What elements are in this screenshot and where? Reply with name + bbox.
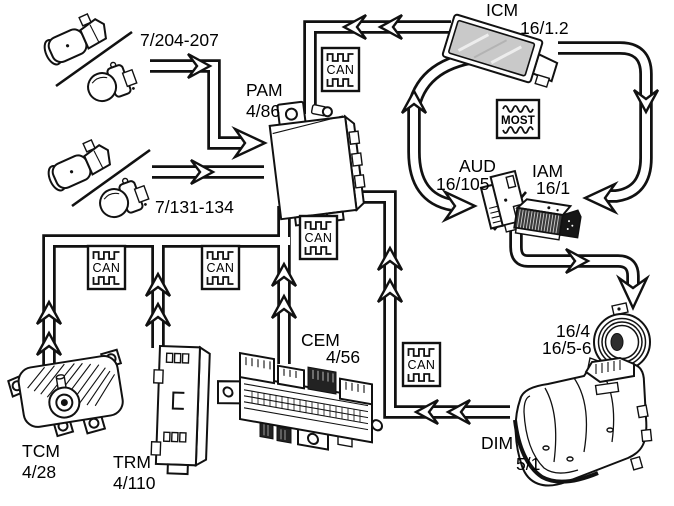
line-pam-to-cem-tcm-trm xyxy=(42,206,291,368)
tcm-id-label: 4/28 xyxy=(22,462,56,482)
front-sensors-label: 7/204-207 xyxy=(140,30,219,50)
trm-name-label: TRM xyxy=(113,452,151,472)
rear-sensors-divider xyxy=(71,148,151,208)
can-label: CAN xyxy=(305,231,333,245)
speaker-id-label-b: 16/5-6 xyxy=(542,338,592,358)
rear-sensor-icon-b xyxy=(99,177,150,219)
can-label: CAN xyxy=(93,261,121,275)
dim-name-label: DIM xyxy=(481,433,513,453)
trm-id-label: 4/110 xyxy=(113,473,156,493)
cem-module xyxy=(217,351,383,451)
dim-module xyxy=(513,356,653,487)
front-sensors-divider xyxy=(55,30,133,88)
icm-name-label: ICM xyxy=(486,0,518,20)
can-label: CAN xyxy=(327,63,355,77)
front-sensor-icon-b xyxy=(87,61,138,103)
can-bus-badge-mid: CAN xyxy=(200,244,241,291)
pam-name-label: PAM xyxy=(246,80,283,100)
dim-id-label: 5/1 xyxy=(516,454,540,474)
can-label: CAN xyxy=(207,261,235,275)
bus-lines-core xyxy=(45,23,650,416)
aud-id-label: 16/105 xyxy=(436,174,490,194)
icm-module xyxy=(441,13,559,88)
speaker-id-label-a: 16/4 xyxy=(556,321,590,341)
can-bus-badge-left: CAN xyxy=(86,244,127,291)
most-bus-badge: MOST xyxy=(495,98,541,140)
can-bus-badge-right: CAN xyxy=(401,341,442,388)
tcm-name-label: TCM xyxy=(22,441,60,461)
pam-module xyxy=(268,100,366,227)
trm-module xyxy=(150,344,211,476)
can-bus-badge-below-pam: CAN xyxy=(298,214,339,261)
aud-name-label: AUD xyxy=(459,156,496,176)
tcm-module xyxy=(7,348,124,438)
can-bus-badge-top: CAN xyxy=(320,46,361,93)
rear-sensor-icon-a xyxy=(47,139,112,192)
can-label: CAN xyxy=(408,358,436,372)
cem-id-label: 4/56 xyxy=(326,347,360,367)
rear-sensors-label: 7/131-134 xyxy=(155,197,234,217)
front-sensor-icon-a xyxy=(43,13,108,66)
iam-module xyxy=(513,198,582,241)
cem-name-label: CEM xyxy=(301,330,340,350)
iam-id-label: 16/1 xyxy=(536,178,570,198)
most-label: MOST xyxy=(501,115,535,127)
iam-name-label: IAM xyxy=(532,161,563,181)
pam-id-label: 4/86 xyxy=(246,101,280,121)
icm-id-label: 16/1.2 xyxy=(520,18,569,38)
most-ring-right-arc xyxy=(558,41,653,203)
